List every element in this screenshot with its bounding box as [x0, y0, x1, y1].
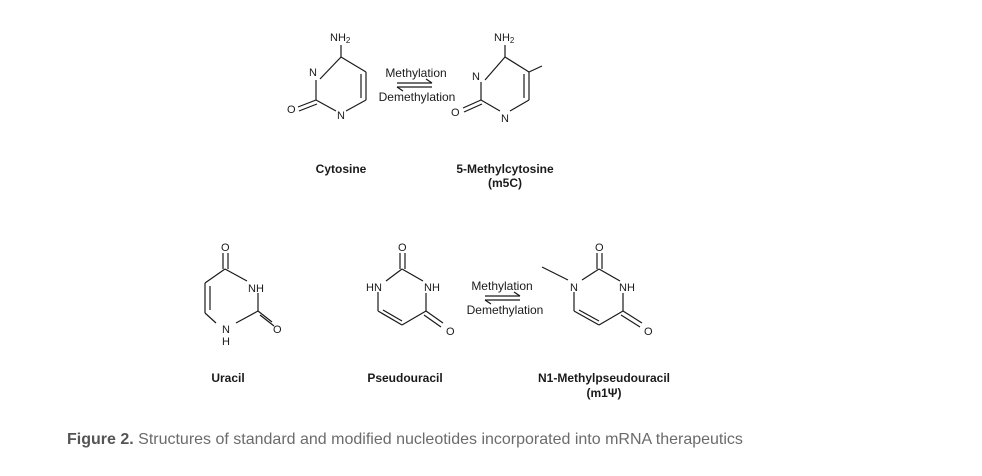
m5c-n3-label: N — [472, 71, 480, 83]
uracil-structure: O NH N H O — [204, 242, 282, 348]
figure-caption-text: Structures of standard and modified nucl… — [138, 431, 743, 448]
demethylation-label-1: Demethylation — [379, 90, 456, 104]
m5c-n1-label: N — [501, 113, 509, 125]
m5c-name: 5-Methylcytosine — [456, 162, 554, 176]
pseudouracil-nh3-label: NH — [424, 282, 440, 294]
uracil-o4-label: O — [221, 242, 230, 254]
methylation-label-1: Methylation — [385, 66, 446, 80]
uracil-n1-label: N — [222, 324, 230, 336]
cytosine-amine-label: NH2 — [330, 32, 351, 45]
uracil-name: Uracil — [211, 371, 244, 385]
m1psi-name: N1-Methylpseudouracil — [538, 371, 670, 385]
cytosine-structure: NH2 N N O — [287, 32, 367, 122]
pseudouracil-o2-label: O — [398, 242, 407, 254]
m5c-structure: NH2 N N O — [451, 32, 543, 125]
figure-caption: Figure 2. Structures of standard and mod… — [67, 431, 743, 449]
m1psi-o4-label: O — [644, 326, 653, 338]
m1psi-o2-label: O — [595, 242, 604, 254]
m1psi-structure: O N NH O — [541, 242, 653, 338]
m5c-o2-label: O — [451, 107, 460, 119]
m5c-abbreviation: (m5C) — [488, 176, 522, 190]
uracil-h1-label: H — [222, 336, 230, 348]
m5c-amine-label: NH2 — [494, 32, 515, 45]
cytosine-n1-label: N — [337, 110, 345, 122]
cytosine-name: Cytosine — [316, 162, 367, 176]
pseudouracil-structure: O HN NH O — [366, 242, 455, 338]
cytosine-n3-label: N — [309, 67, 317, 79]
uracil-nh3-label: NH — [248, 283, 264, 295]
pseudouracil-hn1-label: HN — [366, 282, 382, 294]
uracil-o2-label: O — [273, 324, 282, 336]
demethylation-label-2: Demethylation — [467, 303, 544, 317]
pseudouracil-name: Pseudouracil — [367, 371, 442, 385]
m1psi-abbreviation: (m1Ψ) — [586, 386, 621, 400]
pseudouracil-o4-label: O — [446, 326, 455, 338]
methylation-arrow-2: Methylation Demethylation — [467, 279, 544, 317]
cytosine-o2-label: O — [287, 104, 296, 116]
methylation-label-2: Methylation — [471, 279, 532, 293]
m1psi-nh3-label: NH — [619, 282, 635, 294]
methylation-arrow-1: Methylation Demethylation — [379, 66, 456, 104]
figure-label: Figure 2. — [67, 431, 134, 448]
m1psi-n1-label: N — [570, 282, 578, 294]
